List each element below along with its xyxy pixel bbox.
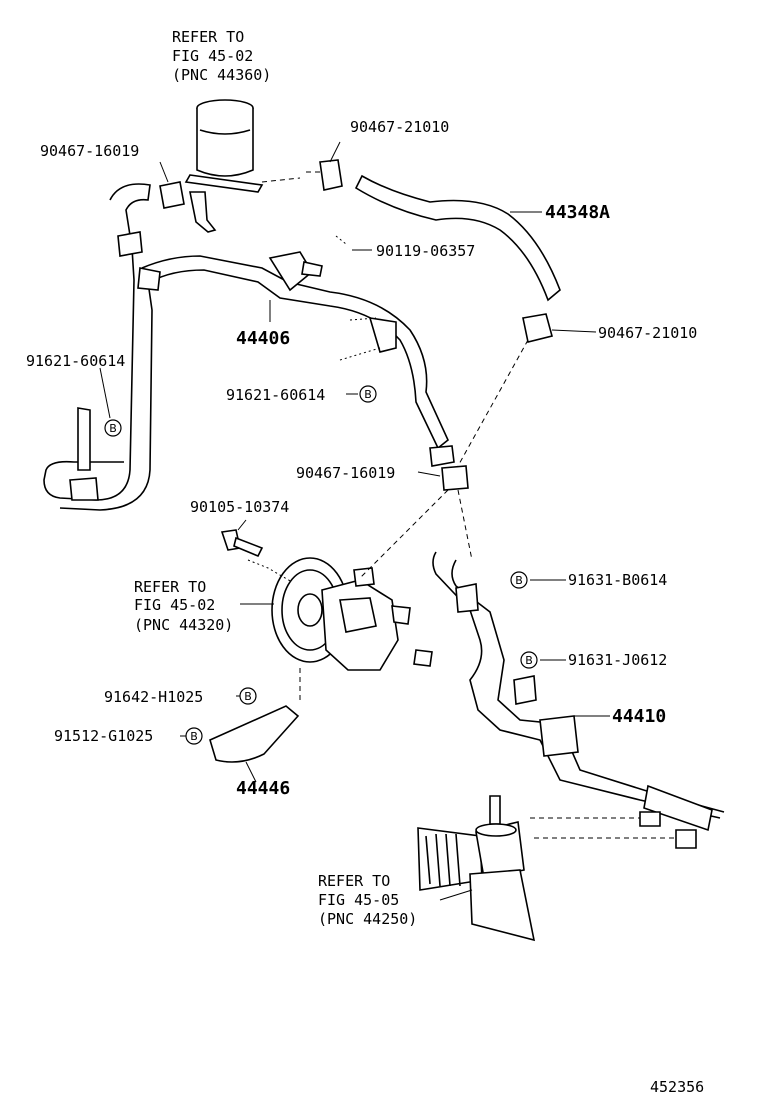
leader-clip-60614-left [99, 367, 111, 419]
ref-pump-line1: REFER TO [134, 578, 206, 596]
svg-text:B: B [364, 388, 372, 401]
dash-clamp-to-pump [359, 489, 449, 579]
ref-pump-line2: FIG 45-02 [134, 596, 215, 614]
dot-bolt-06357 [335, 235, 347, 245]
b-mark-clip-left: B [104, 419, 122, 437]
b-mark-b0614: B [510, 571, 528, 589]
ref-gear-line2: FIG 45-05 [318, 891, 399, 909]
dash-clamp-to-clamp [457, 339, 529, 467]
return-hose-44348a [319, 159, 561, 343]
clamp-16019-mid-shape [441, 465, 469, 491]
ref-reservoir-line3: (PNC 44360) [172, 66, 271, 84]
leader-gear-ref [439, 889, 473, 901]
label-bolt-06357: 90119-06357 [376, 242, 475, 260]
label-bolt-b0614: 91631-B0614 [568, 571, 667, 589]
label-bracket-44446: 44446 [236, 778, 290, 799]
leader-clamp-16019-top [159, 161, 169, 183]
leader-clamp-21010-top [329, 141, 341, 163]
leader-bracket-44446 [245, 761, 257, 783]
dot-bolt-10374 [247, 559, 293, 583]
svg-text:B: B [525, 654, 533, 667]
label-bolt-j0612: 91631-J0612 [568, 651, 667, 669]
dash-pipe-to-gear [530, 817, 676, 839]
dot-clip-mid [339, 317, 381, 361]
label-clamp-16019-mid: 90467-16019 [296, 464, 395, 482]
steering-gear [417, 795, 536, 942]
label-clamp-21010-mid: 90467-21010 [598, 324, 697, 342]
svg-text:B: B [515, 574, 523, 587]
ref-reservoir-line2: FIG 45-02 [172, 47, 253, 65]
leader-clamp-16019-mid [417, 471, 441, 477]
b-mark-h1025: B [239, 687, 257, 705]
pressure-pipe-44410 [432, 551, 725, 849]
ref-pump-line3: (PNC 44320) [134, 616, 233, 634]
b-mark-g1025: B [185, 727, 203, 745]
label-clamp-16019-top: 90467-16019 [40, 142, 139, 160]
label-pipe-44410: 44410 [612, 706, 666, 727]
label-pipe-44406: 44406 [236, 328, 290, 349]
leader-bolt-10374 [237, 519, 247, 531]
figure-number: 452356 [650, 1078, 704, 1096]
reservoir-tank [184, 99, 264, 233]
dash-reservoir-to-clamp [261, 171, 322, 183]
label-bolt-h1025: 91642-H1025 [104, 688, 203, 706]
label-clip-60614-mid: 91621-60614 [226, 386, 325, 404]
ref-gear-line1: REFER TO [318, 872, 390, 890]
label-hose-44348a: 44348A [545, 202, 610, 223]
svg-text:B: B [109, 422, 117, 435]
label-clamp-21010-top: 90467-21010 [350, 118, 449, 136]
bolt-10374-shape [220, 529, 264, 558]
svg-text:B: B [190, 730, 198, 743]
label-clip-60614-left: 91621-60614 [26, 352, 125, 370]
label-bolt-10374: 90105-10374 [190, 498, 289, 516]
pressure-pipe-44406 [109, 181, 455, 467]
svg-text:B: B [244, 690, 252, 703]
dash-clamp-to-pipe [457, 489, 473, 561]
label-bolt-g1025: 91512-G1025 [54, 727, 153, 745]
ref-gear-line3: (PNC 44250) [318, 910, 417, 928]
ref-reservoir-line1: REFER TO [172, 28, 244, 46]
leader-clamp-21010-mid [551, 329, 597, 333]
left-return-pipe [43, 231, 161, 511]
b-mark-j0612: B [520, 651, 538, 669]
power-steering-pump [271, 557, 433, 671]
b-mark-clip-mid: B [359, 385, 377, 403]
bracket-44446-shape [209, 705, 300, 763]
